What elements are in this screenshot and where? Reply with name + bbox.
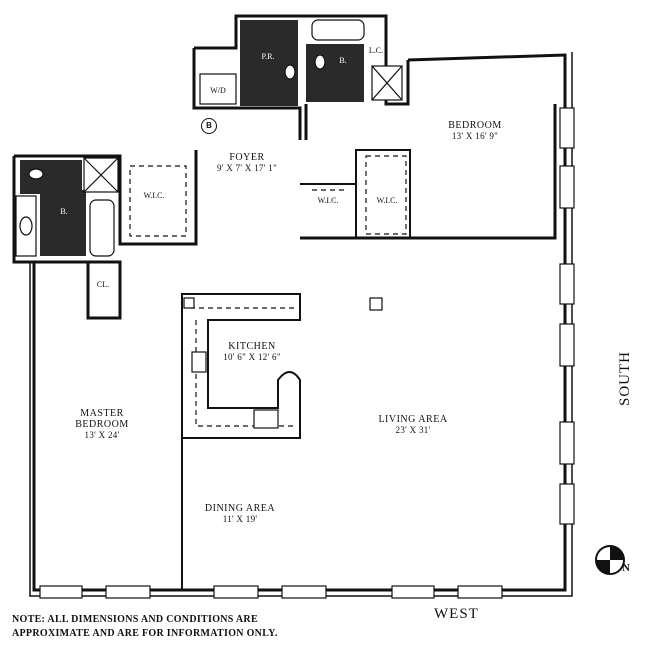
kitchen-wall (181, 293, 301, 439)
foyer-name: FOYER (229, 152, 265, 163)
dining-area-dims: 11' X 19' (222, 514, 258, 524)
master-bath-left (12, 156, 122, 320)
window-s5 (559, 421, 575, 465)
bedroom-wall (300, 104, 557, 240)
master-bedroom-name-2: BEDROOM (75, 419, 129, 430)
note-line-1: NOTE: ALL DIMENSIONS AND CONDITIONS ARE (12, 614, 258, 625)
bath-left-floor (40, 190, 86, 256)
wd-box (199, 73, 237, 105)
toilet-pr (284, 64, 296, 80)
wic-center-right-label: W.I.C. (376, 196, 398, 205)
toilet-b (314, 54, 326, 70)
bedroom-dims: 13' X 16' 9" (451, 131, 499, 141)
living-area-dims: 23' X 31' (395, 425, 431, 435)
tub-left (89, 199, 115, 257)
foyer-label: FOYER 9' X 7' X 17' 1" (217, 152, 277, 174)
sink-left-bowl (19, 216, 33, 236)
bath-left-floor2 (20, 160, 82, 194)
living-area-label: LIVING AREA 23' X 31' (378, 414, 447, 436)
stove (253, 409, 279, 429)
bedroom-name: BEDROOM (448, 120, 502, 131)
window-w1 (39, 585, 83, 599)
powder-room-floor (240, 20, 298, 106)
bath-left-label: B. (60, 207, 68, 216)
wic-master-dash (129, 165, 187, 237)
south-direction: SOUTH (617, 350, 634, 407)
tub-top (311, 19, 365, 41)
window-s3 (559, 263, 575, 305)
window-w5 (391, 585, 435, 599)
bath-top-label: B. (339, 56, 347, 65)
window-s1 (559, 107, 575, 149)
toilet-left (28, 168, 44, 180)
kitchen-name: KITCHEN (228, 341, 276, 352)
window-w4 (281, 585, 327, 599)
compass-letter: N (622, 562, 630, 574)
window-s6 (559, 483, 575, 525)
compass-icon (595, 545, 625, 575)
kitchen-dims: 10' 6" X 12' 6" (223, 352, 281, 362)
note-line-2: APPROXIMATE AND ARE FOR INFORMATION ONLY… (12, 628, 278, 639)
powder-room-label: P.R. (261, 52, 275, 61)
window-w6 (457, 585, 503, 599)
bedroom-label: BEDROOM 13' X 16' 9" (448, 120, 502, 142)
linen-closet-label: L.C. (368, 46, 384, 55)
master-bedroom-label: MASTER BEDROOM 13' X 24' (75, 408, 129, 441)
column (369, 297, 383, 311)
dining-area-name: DINING AREA (204, 503, 276, 514)
exterior-wall (32, 53, 567, 592)
closet-label: CL. (96, 280, 110, 289)
master-bath-wall (14, 150, 198, 246)
service-core-wall (194, 14, 410, 106)
dining-area-label: DINING AREA 11' X 19' (205, 503, 275, 525)
wic-right-dash (365, 155, 407, 235)
living-area-name: LIVING AREA (378, 414, 448, 425)
washer-dryer-label: W/D (210, 86, 226, 95)
wic-center-left-label: W.I.C. (317, 196, 339, 205)
section-marker: B (201, 118, 217, 134)
master-bedroom-dims: 13' X 24' (84, 430, 120, 440)
window-s2 (559, 165, 575, 209)
foyer-dims: 9' X 7' X 17' 1" (216, 163, 278, 173)
wic-wall (300, 149, 411, 238)
master-bedroom-name-1: MASTER (80, 408, 124, 419)
window-w2 (105, 585, 151, 599)
wic-master-label: W.I.C. (143, 191, 165, 200)
kitchen-label: KITCHEN 10' 6" X 12' 6" (223, 341, 281, 363)
window-s4 (559, 323, 575, 367)
bath-top-floor (306, 44, 364, 102)
west-direction: WEST (434, 606, 479, 622)
window-w3 (213, 585, 259, 599)
kitchen-sink (191, 351, 207, 373)
wd-closet-wall (192, 48, 302, 140)
kitchen-fixture-top-left (183, 297, 195, 309)
disclaimer-note: NOTE: ALL DIMENSIONS AND CONDITIONS ARE … (12, 613, 278, 641)
